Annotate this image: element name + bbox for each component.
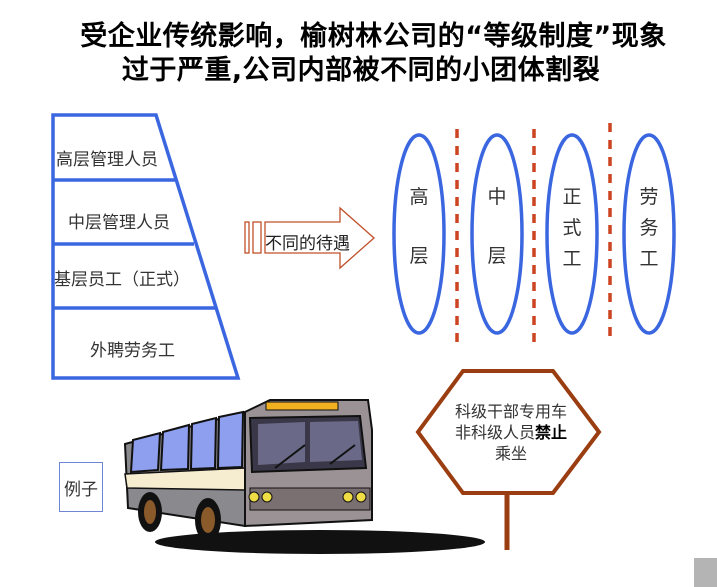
example-label: 例子: [59, 462, 103, 512]
oval-contract: [622, 133, 676, 335]
title-line-2: 过于严重,公司内部被不同的小团体割裂: [121, 55, 601, 86]
sign-prohibited: 禁止: [535, 423, 568, 442]
hierarchy-trapezoid: [51, 113, 241, 380]
oval-label-regular: 正 式 工: [562, 186, 582, 270]
bus-illustration: [123, 399, 485, 554]
oval-label-contract: 劳 务 工: [639, 186, 659, 270]
oval-label-senior: 高 层: [409, 186, 429, 267]
arrow-icon: [244, 206, 375, 270]
sign-line-2: 非科级人员禁止: [454, 423, 568, 442]
sign-line-3: 乘坐: [494, 444, 527, 463]
sign-line-1: 科级干部专用车: [454, 402, 567, 421]
corner-block: [694, 558, 717, 587]
level-contract-workers: 外聘劳务工: [90, 341, 175, 361]
level-middle-management: 中层管理人员: [68, 213, 170, 233]
oval-senior: [392, 133, 446, 335]
oval-label-middle: 中 层: [487, 186, 507, 267]
level-senior-management: 高层管理人员: [56, 150, 158, 170]
dashed-dividers: [455, 123, 612, 343]
oval-middle: [470, 133, 524, 335]
sign-text: 科级干部专用车 非科级人员禁止 乘坐: [436, 401, 586, 464]
title-line-1: 受企业传统影响，榆树林公司的“等级制度”现象: [80, 21, 667, 52]
slide-title: 受企业传统影响，榆树林公司的“等级制度”现象 过于严重,公司内部被不同的小团体割…: [0, 20, 717, 88]
group-ovals: [392, 133, 676, 335]
sign-hexagon: [415, 369, 602, 550]
arrow-label: 不同的待遇: [265, 234, 350, 254]
oval-regular: [545, 133, 599, 335]
level-regular-staff: 基层员工（正式）: [54, 270, 190, 290]
